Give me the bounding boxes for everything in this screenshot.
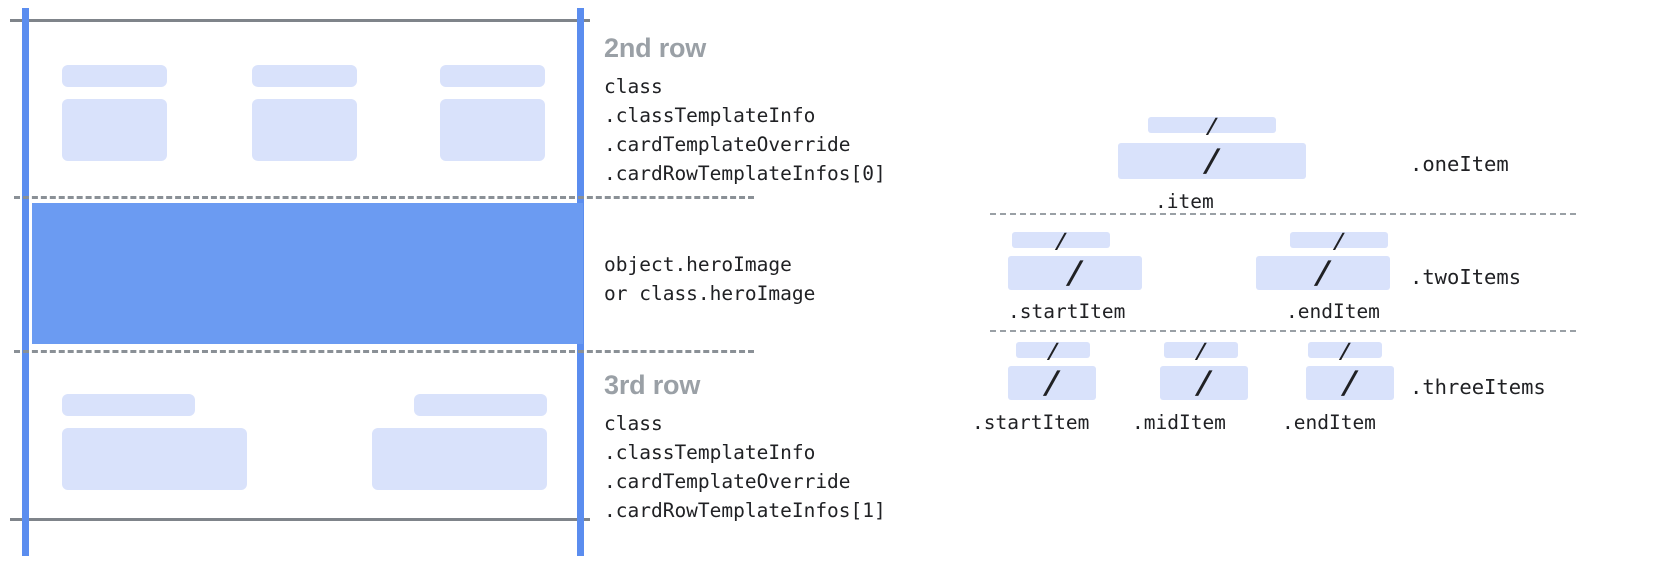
two-items-end-top-bar: / (1290, 227, 1388, 253)
card-bottom-rule (10, 518, 590, 521)
two-items-end-label: .endItem (1286, 300, 1380, 323)
one-item-top-bar: / (1148, 112, 1276, 138)
row3-col1-body-placeholder (62, 428, 247, 490)
slash-icon: / (1045, 364, 1059, 401)
divider-two-three (990, 330, 1576, 332)
three-items-end-body: / (1306, 364, 1394, 401)
card-top-rule (10, 19, 590, 22)
two-items-start-label: .startItem (1008, 300, 1126, 323)
slash-icon: / (1197, 364, 1211, 401)
two-items-right-label: .twoItems (1410, 265, 1522, 289)
row2-col3-title-placeholder (440, 65, 545, 87)
slash-icon: / (1334, 227, 1344, 253)
three-items-mid-body: / (1160, 364, 1248, 401)
slash-icon: / (1340, 337, 1350, 363)
hero-code-path: object.heroImage or class.heroImage (604, 253, 816, 305)
hero-image-block (32, 203, 583, 344)
slash-icon: / (1207, 112, 1217, 138)
three-items-end-label: .endItem (1282, 411, 1376, 434)
row3-col1-title-placeholder (62, 394, 195, 416)
three-items-start-top-bar: / (1016, 337, 1090, 363)
card-annotations: 2nd row class .classTemplateInfo .cardTe… (604, 0, 1004, 584)
slash-icon: / (1068, 254, 1082, 291)
divider-one-two (990, 213, 1576, 215)
slash-icon: / (1316, 254, 1330, 291)
slash-icon: / (1196, 337, 1206, 363)
three-items-right-label: .threeItems (1410, 375, 1546, 399)
slash-icon: / (1205, 142, 1219, 179)
three-items-start-body: / (1008, 364, 1096, 401)
row3-code-path: class .classTemplateInfo .cardTemplateOv… (604, 412, 886, 522)
row2-heading: 2nd row (604, 33, 707, 63)
three-items-start-label: .startItem (972, 411, 1090, 434)
slash-icon: / (1048, 337, 1058, 363)
slash-icon: / (1056, 227, 1066, 253)
one-item-body: / (1118, 143, 1306, 179)
two-items-start-top-bar: / (1012, 227, 1110, 253)
card-mock (0, 0, 754, 584)
item-layout-legend: / / .item .oneItem / / .startItem / / .e… (960, 0, 1676, 584)
row2-col2-title-placeholder (252, 65, 357, 87)
card-left-rail (22, 8, 29, 556)
two-items-start-body: / (1008, 254, 1142, 291)
row3-col2-body-placeholder (372, 428, 547, 490)
one-item-right-label: .oneItem (1410, 152, 1509, 176)
divider-hero-row3 (14, 350, 754, 353)
one-item-slot-label: .item (1155, 190, 1214, 213)
three-items-mid-top-bar: / (1164, 337, 1238, 363)
row2-col1-title-placeholder (62, 65, 167, 87)
slash-icon: / (1343, 364, 1357, 401)
row3-heading: 3rd row (604, 370, 701, 400)
row2-col2-body-placeholder (252, 99, 357, 161)
row2-code-path: class .classTemplateInfo .cardTemplateOv… (604, 75, 886, 185)
row2-col1-body-placeholder (62, 99, 167, 161)
row3-col2-title-placeholder (414, 394, 547, 416)
row2-col3-body-placeholder (440, 99, 545, 161)
three-items-mid-label: .midItem (1132, 411, 1226, 434)
three-items-end-top-bar: / (1308, 337, 1382, 363)
divider-row2-hero (14, 196, 754, 199)
two-items-end-body: / (1256, 254, 1390, 291)
